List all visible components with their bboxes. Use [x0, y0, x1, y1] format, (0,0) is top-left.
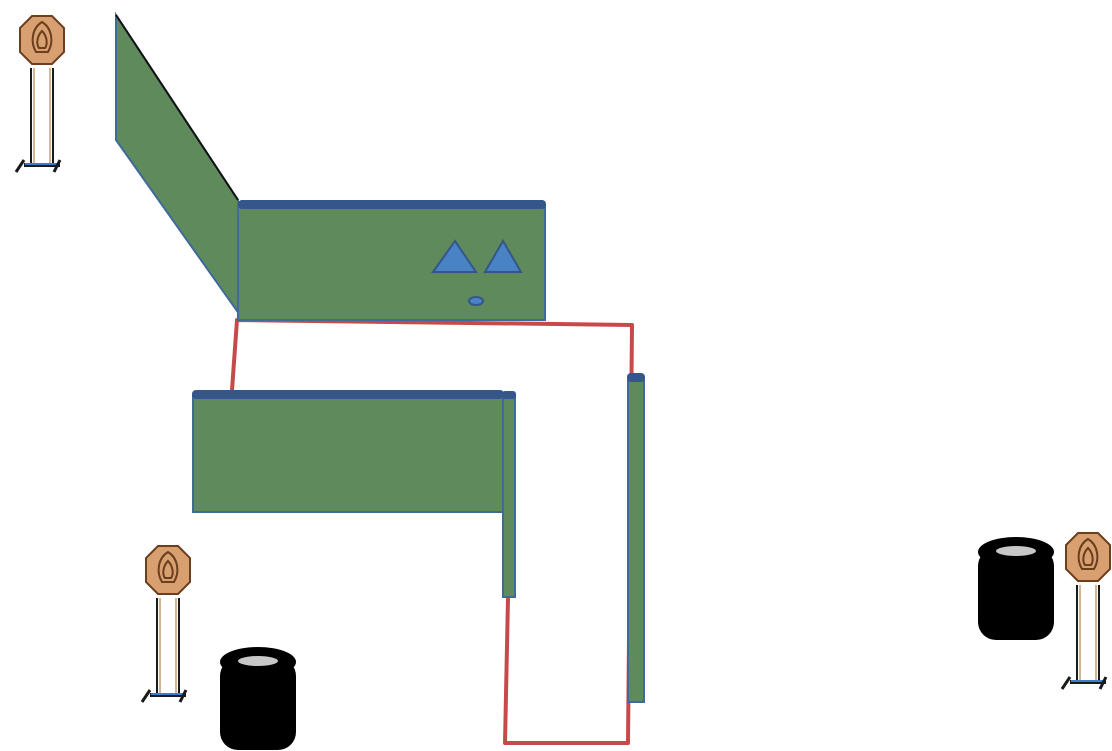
start-oval	[468, 296, 484, 306]
lower-left-wall	[192, 390, 504, 513]
angled-wall	[115, 11, 244, 322]
start-triangle-left	[431, 239, 478, 273]
target-bottom-left	[140, 544, 192, 704]
barrel-bottom-left	[220, 647, 296, 750]
narrow-wall-right	[627, 373, 645, 703]
start-triangle-right	[483, 239, 523, 273]
target-top-left	[14, 14, 66, 174]
target-right	[1060, 531, 1112, 691]
narrow-wall-left	[502, 391, 516, 598]
barrel-right	[978, 537, 1054, 640]
